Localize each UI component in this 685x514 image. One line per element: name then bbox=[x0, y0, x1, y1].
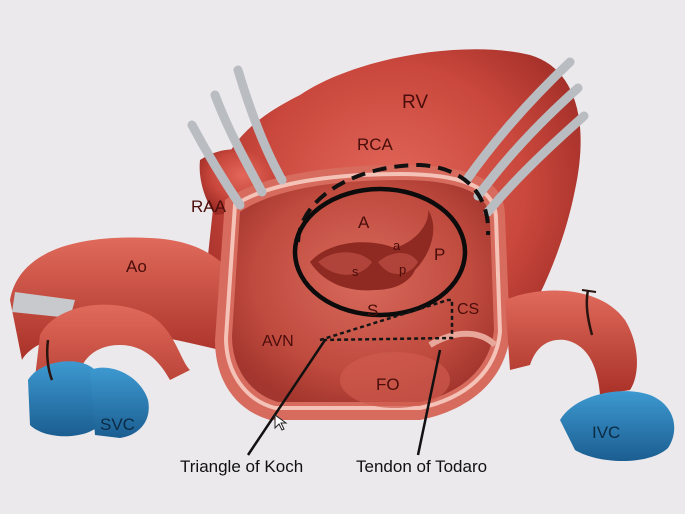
triangle-leader-line bbox=[246, 339, 327, 456]
svc-opening-2 bbox=[90, 367, 149, 438]
coronary-sinus-ridge bbox=[428, 330, 498, 348]
valve-annulus-outline bbox=[292, 186, 468, 318]
label-cs: CS bbox=[457, 301, 479, 318]
fossa-ovalis bbox=[340, 352, 450, 408]
label-ao: Ao bbox=[126, 257, 147, 276]
caption-tendon-of-todaro: Tendon of Todaro bbox=[356, 457, 487, 476]
tricuspid-valve bbox=[310, 210, 434, 291]
retractor-left bbox=[187, 65, 287, 210]
svc-opening bbox=[28, 361, 107, 437]
dashed-boundary bbox=[296, 162, 491, 243]
ivc-suture bbox=[585, 289, 594, 336]
label-a: A bbox=[358, 213, 370, 232]
label-svc: SVC bbox=[100, 415, 135, 434]
label-leaflet-s: s bbox=[352, 264, 359, 279]
label-leaflet-p: p bbox=[399, 262, 406, 277]
label-rca: RCA bbox=[357, 135, 394, 154]
retractor-right bbox=[463, 57, 589, 217]
label-rv: RV bbox=[402, 92, 428, 113]
svc-suture bbox=[45, 339, 54, 381]
label-fo: FO bbox=[376, 375, 400, 394]
label-avn: AVN bbox=[262, 333, 294, 350]
atrial-rim bbox=[223, 171, 503, 410]
label-leaflet-a: a bbox=[393, 238, 401, 253]
aorta-clamp bbox=[12, 292, 75, 318]
label-ivc: IVC bbox=[592, 423, 620, 442]
ivc-opening bbox=[560, 391, 675, 462]
cursor-icon bbox=[274, 414, 288, 431]
ivc-vessel bbox=[505, 290, 637, 395]
label-p: P bbox=[434, 245, 445, 264]
ivc-suture-tie bbox=[581, 289, 597, 293]
label-raa: RAA bbox=[191, 197, 227, 216]
caption-triangle-of-koch: Triangle of Koch bbox=[180, 457, 303, 476]
label-s: S bbox=[367, 301, 378, 320]
tendon-leader-line bbox=[416, 349, 442, 456]
triangle-of-koch-lines bbox=[319, 298, 454, 342]
